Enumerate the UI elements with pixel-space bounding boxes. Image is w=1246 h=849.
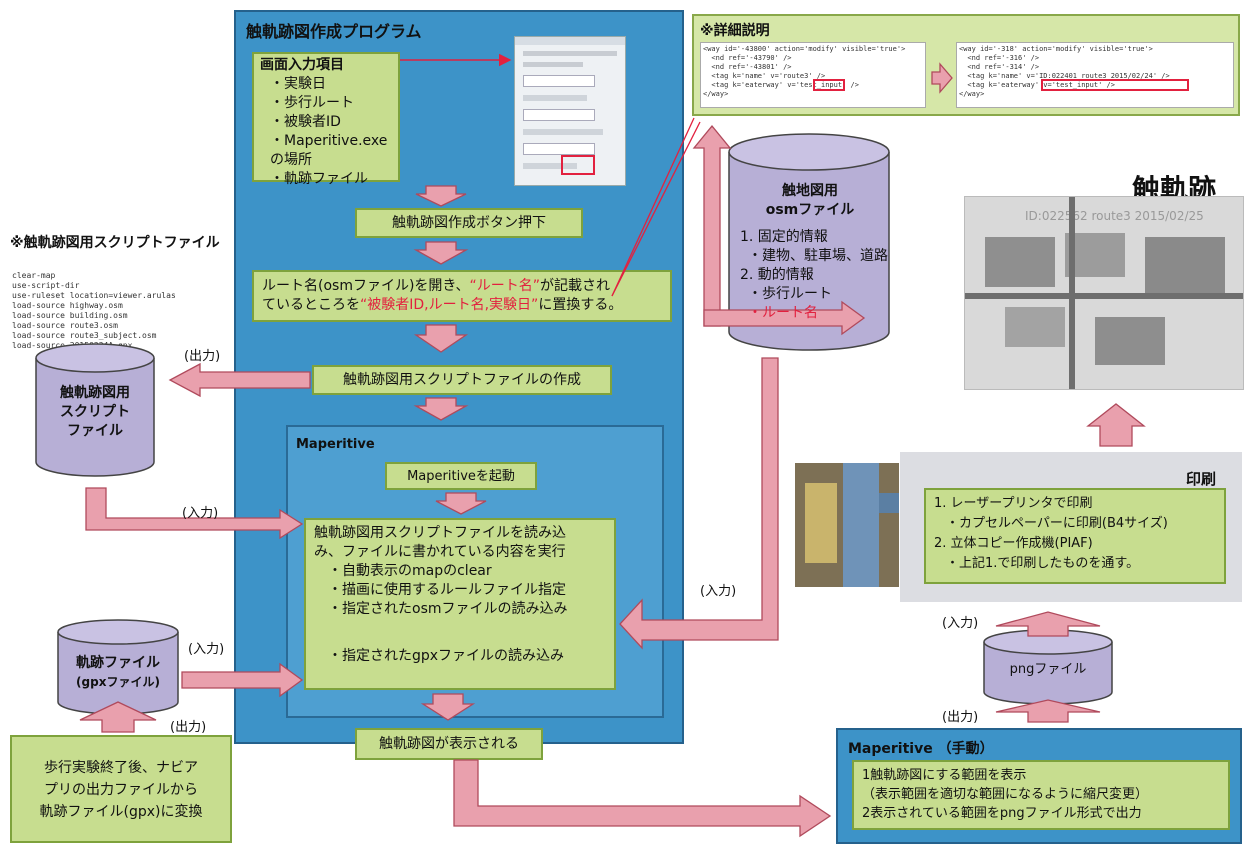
replace-text-1: ルート名(osmファイル)を開き、 (262, 278, 470, 294)
exec-line: ・描画に使用するルールファイル指定 (328, 582, 566, 598)
input-items-heading: 画面入力項目 (260, 57, 344, 73)
osm-cylinder-lines: 1. 固定的情報 ・建物、駐車場、道路 2. 動的情報 ・歩行ルート ・ルート名 (740, 229, 888, 321)
exec-step: 触軌跡図用スクリプトファイルを読み込 み、ファイルに書かれている内容を実行 ・自… (304, 518, 616, 690)
print-title: 印刷 (1186, 470, 1217, 488)
input-item: ・被験者ID (270, 114, 341, 130)
manual-line: 1触軌跡図にする範囲を表示 (862, 768, 1027, 783)
trajectory-cylinder-label: 軌跡ファイル(gpxファイル) (76, 655, 160, 689)
label-output: (出力) (942, 710, 979, 725)
button-press-step: 触軌跡図作成ボタン押下 (355, 208, 583, 238)
script-create-text: 触軌跡図用スクリプトファイルの作成 (343, 372, 581, 388)
tactile-photo: ID:022562 route3 2015/02/25 (964, 196, 1244, 390)
manual-steps: 1触軌跡図にする範囲を表示 （表示範囲を適切な範囲になるように縮尺変更） 2表示… (852, 760, 1230, 830)
print-line: ・上記1.で印刷したものを通す。 (946, 556, 1140, 571)
walk-end-line: 軌跡ファイル(gpx)に変換 (39, 804, 203, 820)
print-steps: 1. レーザープリンタで印刷 ・カプセルペーパーに印刷(B4サイズ) 2. 立体… (924, 488, 1226, 584)
input-item: ・軌跡ファイル (270, 171, 368, 187)
detail-code-left: <way id='-43800' action='modify' visible… (700, 42, 926, 108)
program-title: 触軌跡図作成プログラム (246, 22, 422, 41)
label-input: (入力) (942, 616, 979, 631)
route-highlight (1041, 79, 1189, 91)
create-button-highlight (561, 155, 595, 175)
replace-text-4: ているところを (262, 297, 360, 313)
exec-line: 触軌跡図用スクリプトファイルを読み込 (314, 525, 566, 541)
maperitive-title: Maperitive (296, 437, 375, 452)
tactile-photo-text: ID:022562 route3 2015/02/25 (1025, 209, 1204, 223)
script-create-step: 触軌跡図用スクリプトファイルの作成 (312, 365, 612, 395)
label-output: (出力) (170, 720, 207, 735)
walk-end-line: プリの出力ファイルから (44, 782, 198, 798)
manual-line: （表示範囲を適切な範囲になるように縮尺変更） (862, 787, 1149, 802)
detail-code-right: <way id='-318' action='modify' visible='… (956, 42, 1234, 108)
replace-text-2: “ルート名” (469, 278, 540, 294)
exec-line: ・自動表示のmapのclear (328, 563, 492, 579)
walk-end-box: 歩行実験終了後、ナビア プリの出力ファイルから 軌跡ファイル(gpx)に変換 (10, 735, 232, 843)
detail-heading: ※詳細説明 (700, 23, 770, 39)
printer-photo (795, 463, 899, 587)
print-line: 2. 立体コピー作成機(PIAF) (934, 536, 1093, 551)
input-item: ・Maperitive.exeの場所 (270, 133, 388, 168)
replace-text-5: “被験者ID,ルート名,実験日” (360, 297, 539, 313)
exec-line: み、ファイルに書かれている内容を実行 (314, 544, 566, 560)
label-input: (入力) (700, 584, 737, 599)
replace-text-3: が記載され (539, 278, 610, 294)
input-items-box: 画面入力項目 ・実験日 ・歩行ルート ・被験者ID ・Maperitive.ex… (252, 52, 400, 187)
button-press-text: 触軌跡図作成ボタン押下 (392, 215, 546, 231)
manual-title: Maperitive （手動） (848, 741, 994, 757)
route3-highlight (813, 79, 845, 91)
replace-step: ルート名(osmファイル)を開き、“ルート名”が記載され ているところを“被験者… (252, 270, 672, 322)
manual-line: 2表示されている範囲をpngファイル形式で出力 (862, 806, 1142, 821)
launch-text: Maperitiveを起動 (407, 469, 515, 484)
displayed-step: 触軌跡図が表示される (355, 728, 543, 760)
exec-line: ・指定されたosmファイルの読み込み (328, 601, 568, 617)
print-line: ・カプセルペーパーに印刷(B4サイズ) (946, 516, 1168, 531)
app-screenshot-thumbnail (514, 36, 626, 186)
exec-line: ・指定されたgpxファイルの読み込み (328, 648, 565, 664)
label-input: (入力) (188, 642, 225, 657)
displayed-text: 触軌跡図が表示される (379, 736, 519, 752)
launch-step: Maperitiveを起動 (385, 462, 537, 490)
png-cylinder-label: pngファイル (1009, 662, 1087, 677)
label-input: (入力) (182, 506, 219, 521)
label-output: (出力) (184, 349, 221, 364)
input-item: ・実験日 (270, 76, 326, 92)
replace-text-6: に置換する。 (538, 297, 623, 313)
input-item: ・歩行ルート (270, 95, 354, 111)
script-file-heading: ※触軌跡図用スクリプトファイル (10, 235, 220, 251)
walk-end-line: 歩行実験終了後、ナビア (44, 760, 198, 776)
print-line: 1. レーザープリンタで印刷 (934, 496, 1093, 511)
script-cylinder-label: 触軌跡図用スクリプトファイル (60, 385, 130, 439)
